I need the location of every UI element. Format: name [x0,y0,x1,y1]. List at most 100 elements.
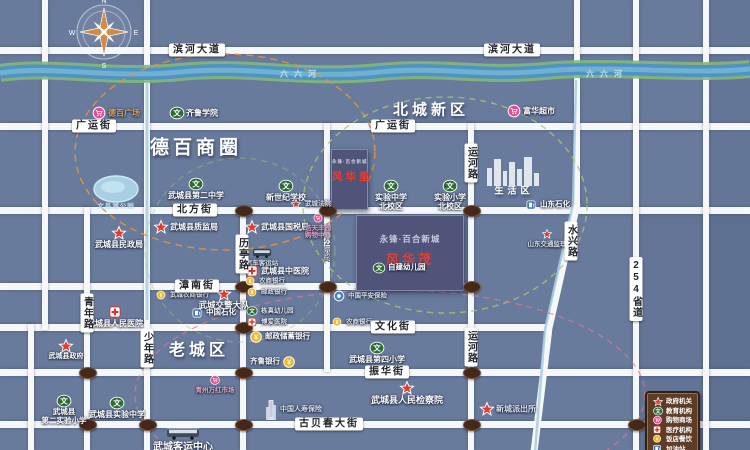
government-star-icon [479,401,495,417]
poi-label: 武城县实验中学 [89,410,145,419]
compass-w: W [69,30,76,37]
road-label: 青年路 [80,293,94,333]
district-label: 北城新区 [392,101,470,119]
government-star-icon [153,219,169,235]
road-vertical [28,324,34,450]
intersection-dot [79,367,97,379]
road-label: 振华街 [365,365,409,379]
shopping-cart-icon [210,375,220,385]
river-label: 六六河 [280,69,322,79]
poi-label: 实验中学 北校区 [375,193,407,212]
poi-label: 武城县质监局 [170,222,218,232]
poi-label: 新城派出所 [496,404,536,414]
legend-item: 医疗机构 [653,425,692,434]
district-label: 老城区 [168,342,230,359]
medical-cross-icon [653,425,661,434]
poi-label: 山东交通监理 [527,241,567,248]
government-star-icon [290,198,302,210]
intersection-dot [463,281,481,293]
intersection-dot [235,367,253,379]
poi-label: 武城县人民检察院 [370,395,444,405]
medical-cross-icon [247,317,257,327]
compass-s: S [102,63,107,70]
legend-label: 教育机构 [666,407,692,415]
road-vertical [574,0,580,207]
education-wen-icon: 文 [653,406,664,416]
road-vertical [633,0,639,450]
svg-text:文: 文 [192,179,200,189]
poi-label: 山东石化 [540,199,570,209]
poi-label: 栋真幼儿园 [261,307,294,315]
compass-n: N [101,0,106,5]
intersection-dot [628,419,646,431]
legend-item: 购物商场 [653,415,692,425]
shaded-district-panel [710,0,750,450]
river-label: 六六河 [586,69,628,79]
intersection-dot [235,205,253,217]
legend-label: 加油站 [666,445,686,450]
government-star-icon [111,225,127,241]
road-label: 254省道 [629,257,643,321]
road-label: 滨河大道 [169,43,225,57]
poi-label: 中国人寿保险 [280,405,322,413]
road-vertical [703,0,709,450]
coach-bus-icon [166,426,200,440]
legend-label: 医疗机构 [666,426,692,434]
legend-item: 加油站 [653,444,692,450]
government-star-icon [541,228,553,240]
gas-station-icon [192,308,202,318]
poi-label: 武城县中医院 [261,266,309,276]
intersection-dot [139,419,157,431]
shopping-cart-icon [92,106,106,120]
road-label: 历亭路 [235,234,249,274]
svg-text:文: 文 [446,181,454,191]
poi-label: 武城县第四小学 [349,355,405,364]
poi-label: 邮政银行 [261,288,287,296]
map-legend: 政府机关文教育机构购物商场医疗机构¥饭店餐饮加油站 [645,391,700,450]
government-star-icon [244,219,260,235]
bus-icon [252,248,272,259]
svg-text:文: 文 [173,108,181,118]
gas-station-icon [526,200,536,210]
poi-label: 农商银行 [259,277,285,285]
poi-label: 中国石化 [206,307,236,317]
government-star-icon [652,396,664,407]
compass-rose: N E S W [69,0,139,70]
svg-text:¥: ¥ [248,279,252,285]
poi-label: 汽车客运站 [245,260,279,267]
intersection-dot [79,419,97,431]
medical-cross-icon [109,306,121,318]
road-label: 滨河大道 [484,43,540,57]
gas-station-icon [653,444,661,450]
bank-yuan-icon: ¥ [653,434,662,443]
poi-label: 富华超市 [523,106,555,116]
shopping-cart-icon [653,415,662,425]
road-label: 少年路 [140,328,154,368]
government-star-icon [399,380,415,396]
road-label: 漳南街 [175,279,219,293]
bank-yuan-icon: ¥ [332,317,342,327]
road-label: 公园路 [323,238,333,262]
bank-yuan-icon: ¥ [247,287,257,297]
canal [533,79,578,450]
education-wen-icon: 文 [372,262,386,274]
education-wen-icon: 文 [246,306,258,316]
poi-label: 博爱医院 [261,318,287,326]
education-wen-icon: 文 [169,106,185,120]
bank-yuan-icon: ¥ [245,276,255,286]
poi-label: 武城县国税局 [261,222,309,232]
svg-text:¥: ¥ [656,437,659,443]
education-wen-icon: 文 [109,396,125,410]
legend-item: ¥饭店餐饮 [653,434,692,443]
project-name: 风华里 [332,171,373,183]
poi-label: 青州万红市场 [195,387,235,394]
svg-text:文: 文 [656,408,662,415]
road-label: 广运街 [72,119,116,133]
project-brand: 永锋·百合新城 [332,159,368,164]
svg-text:文: 文 [113,398,121,408]
road-vertical [144,0,150,450]
poi-label: 邮政储蓄银行 [265,331,310,341]
government-star-icon [58,338,74,354]
poi-label: 德百广场 [108,108,140,118]
